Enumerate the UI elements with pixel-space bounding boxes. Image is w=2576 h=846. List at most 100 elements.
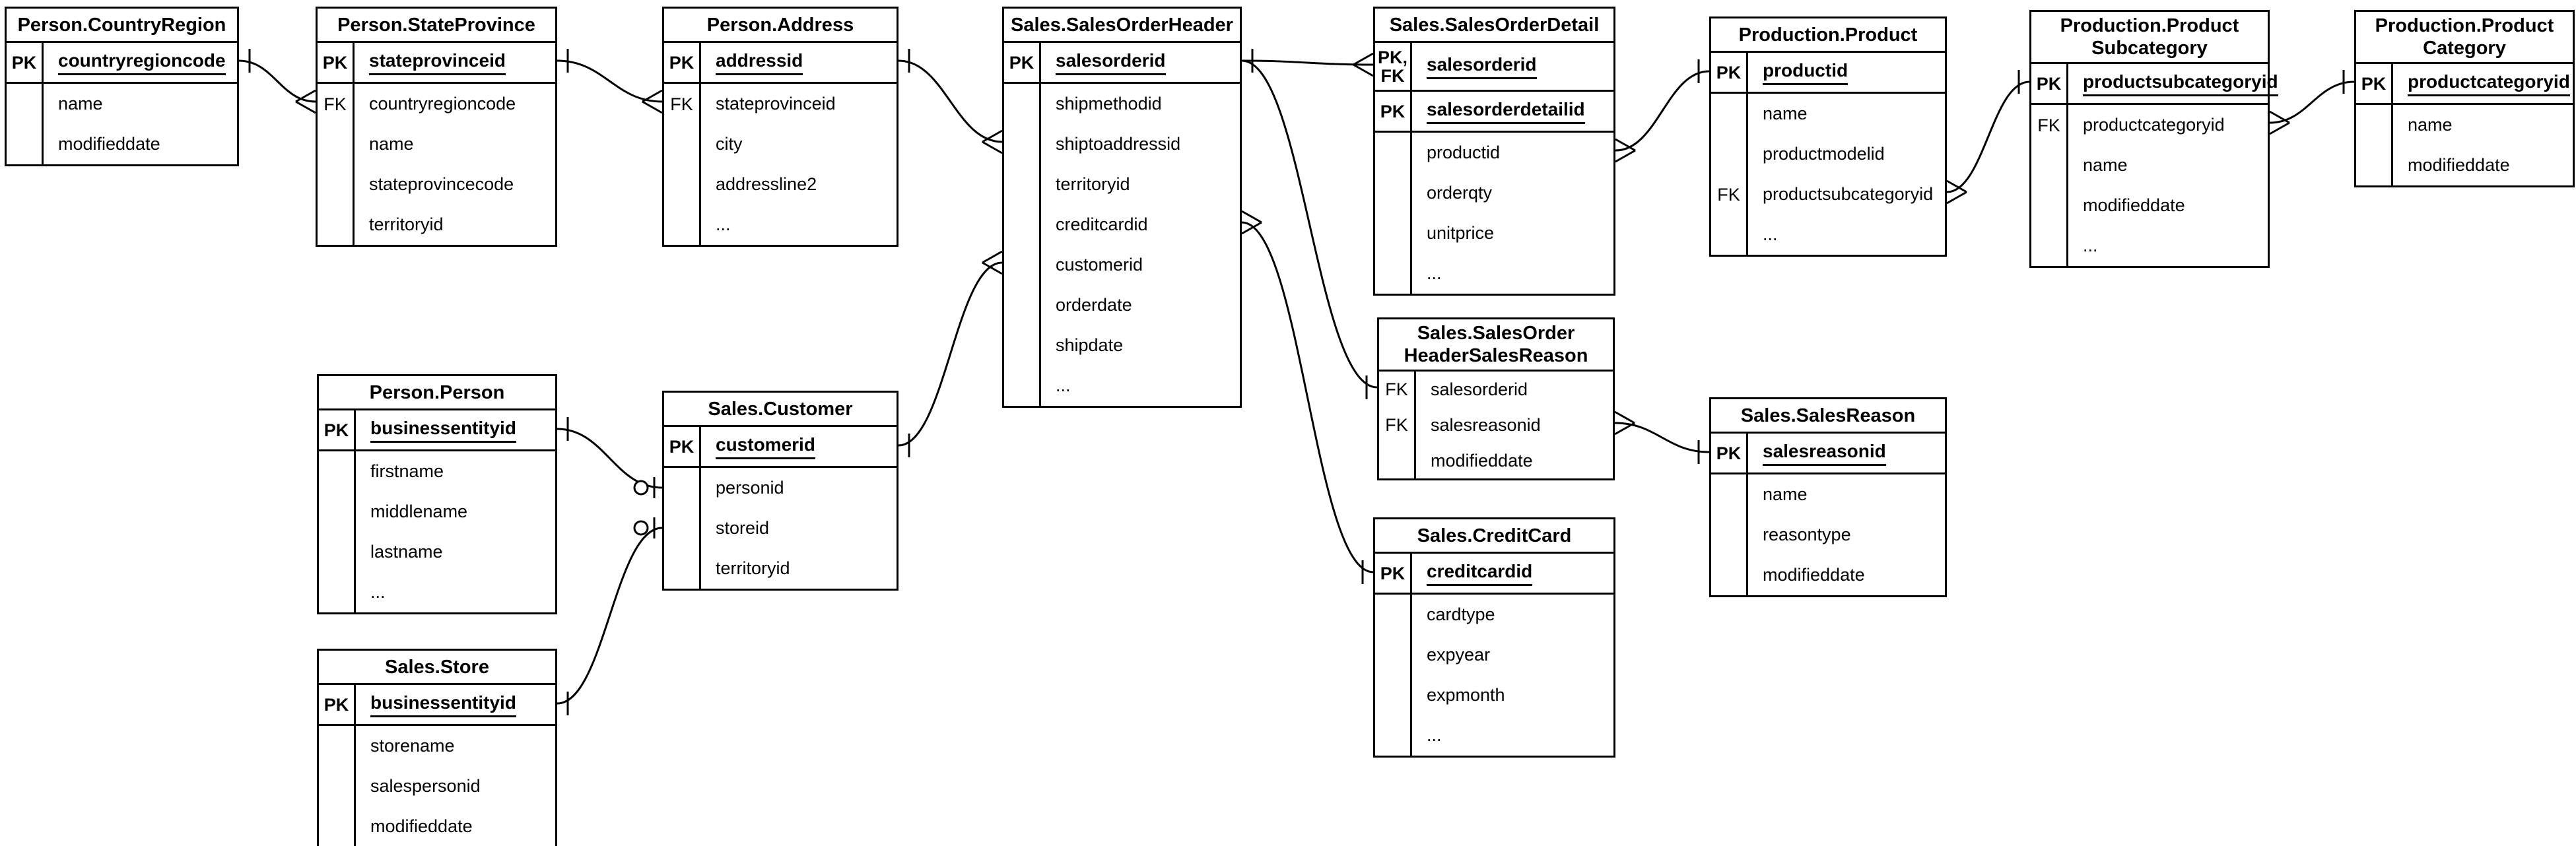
field-row[interactable]: firstname <box>319 451 555 492</box>
relationship-11[interactable] <box>557 417 663 498</box>
relationship-4[interactable] <box>1241 59 1378 399</box>
field-row[interactable]: modifieddate <box>1379 443 1613 478</box>
field-row[interactable]: shipmethodid <box>1004 84 1240 124</box>
field-row[interactable]: productmodelid <box>1711 134 1945 174</box>
relationship-2[interactable] <box>898 49 1003 154</box>
field-row[interactable]: creditcardid <box>1004 205 1240 245</box>
field-row[interactable]: salespersonid <box>319 766 555 806</box>
field-row[interactable]: addressline2 <box>664 164 897 205</box>
field-row[interactable]: modifieddate <box>7 124 237 164</box>
field-row[interactable]: middlename <box>319 492 555 532</box>
relationship-12[interactable] <box>557 517 663 715</box>
field-row[interactable]: lastname <box>319 532 555 572</box>
field-row[interactable]: modifieddate <box>2031 185 2268 226</box>
field-row[interactable]: expmonth <box>1375 675 1613 715</box>
field-row[interactable]: orderqty <box>1375 173 1613 213</box>
field-row[interactable]: ... <box>1004 366 1240 406</box>
field-row[interactable]: ... <box>1711 214 1945 255</box>
relationship-10[interactable] <box>898 250 1003 457</box>
field-name: modifieddate <box>1416 443 1613 478</box>
field-row[interactable]: ... <box>1375 715 1613 756</box>
primary-key-field-text: customerid <box>716 434 815 459</box>
field-name: territoryid <box>355 205 555 245</box>
relationship-7[interactable] <box>2269 70 2355 135</box>
field-row[interactable]: customerid <box>1004 245 1240 285</box>
field-row[interactable]: ... <box>1375 253 1613 294</box>
field-row[interactable]: reasontype <box>1711 515 1945 555</box>
field-row[interactable]: storename <box>319 726 555 766</box>
field-row[interactable]: shiptoaddressid <box>1004 124 1240 164</box>
field-row[interactable]: cardtype <box>1375 595 1613 635</box>
relationship-6[interactable] <box>1946 70 2030 205</box>
field-row[interactable]: shipdate <box>1004 325 1240 366</box>
field-name: name <box>355 124 555 164</box>
field-row[interactable]: personid <box>664 468 897 508</box>
field-name: productmodelid <box>1748 134 1945 174</box>
field-name: modifieddate <box>2393 145 2573 185</box>
relationship-1[interactable] <box>557 49 663 114</box>
field-row[interactable]: stateprovincecode <box>318 164 555 205</box>
field-row[interactable]: unitprice <box>1375 213 1613 253</box>
field-row[interactable]: modifieddate <box>319 806 555 846</box>
field-name: storeid <box>701 508 897 548</box>
relationship-9[interactable] <box>1241 210 1374 584</box>
field-row[interactable]: modifieddate <box>1711 555 1945 595</box>
field-row[interactable]: ... <box>2031 226 2268 266</box>
field-row[interactable]: productid <box>1375 133 1613 173</box>
relationship-5[interactable] <box>1615 59 1710 163</box>
field-row[interactable]: expyear <box>1375 635 1613 675</box>
field-row[interactable]: territoryid <box>318 205 555 245</box>
field-row[interactable]: name <box>2356 105 2573 145</box>
field-row[interactable]: ... <box>664 205 897 245</box>
field-row[interactable]: name <box>318 124 555 164</box>
field-row[interactable]: storeid <box>664 508 897 548</box>
field-row[interactable]: name <box>1711 94 1945 134</box>
field-row[interactable]: territoryid <box>664 548 897 589</box>
field-row[interactable]: ... <box>319 572 555 612</box>
field-row[interactable]: modifieddate <box>2356 145 2573 185</box>
field-row[interactable]: name <box>2031 145 2268 185</box>
relationship-0[interactable] <box>238 49 316 114</box>
field-row[interactable]: name <box>7 84 237 124</box>
field-row[interactable]: city <box>664 124 897 164</box>
relationship-8[interactable] <box>1614 410 1710 464</box>
field-row[interactable]: orderdate <box>1004 285 1240 325</box>
field-row[interactable]: name <box>1711 474 1945 515</box>
field-row[interactable]: territoryid <box>1004 164 1240 205</box>
relationship-3[interactable] <box>1241 49 1374 77</box>
